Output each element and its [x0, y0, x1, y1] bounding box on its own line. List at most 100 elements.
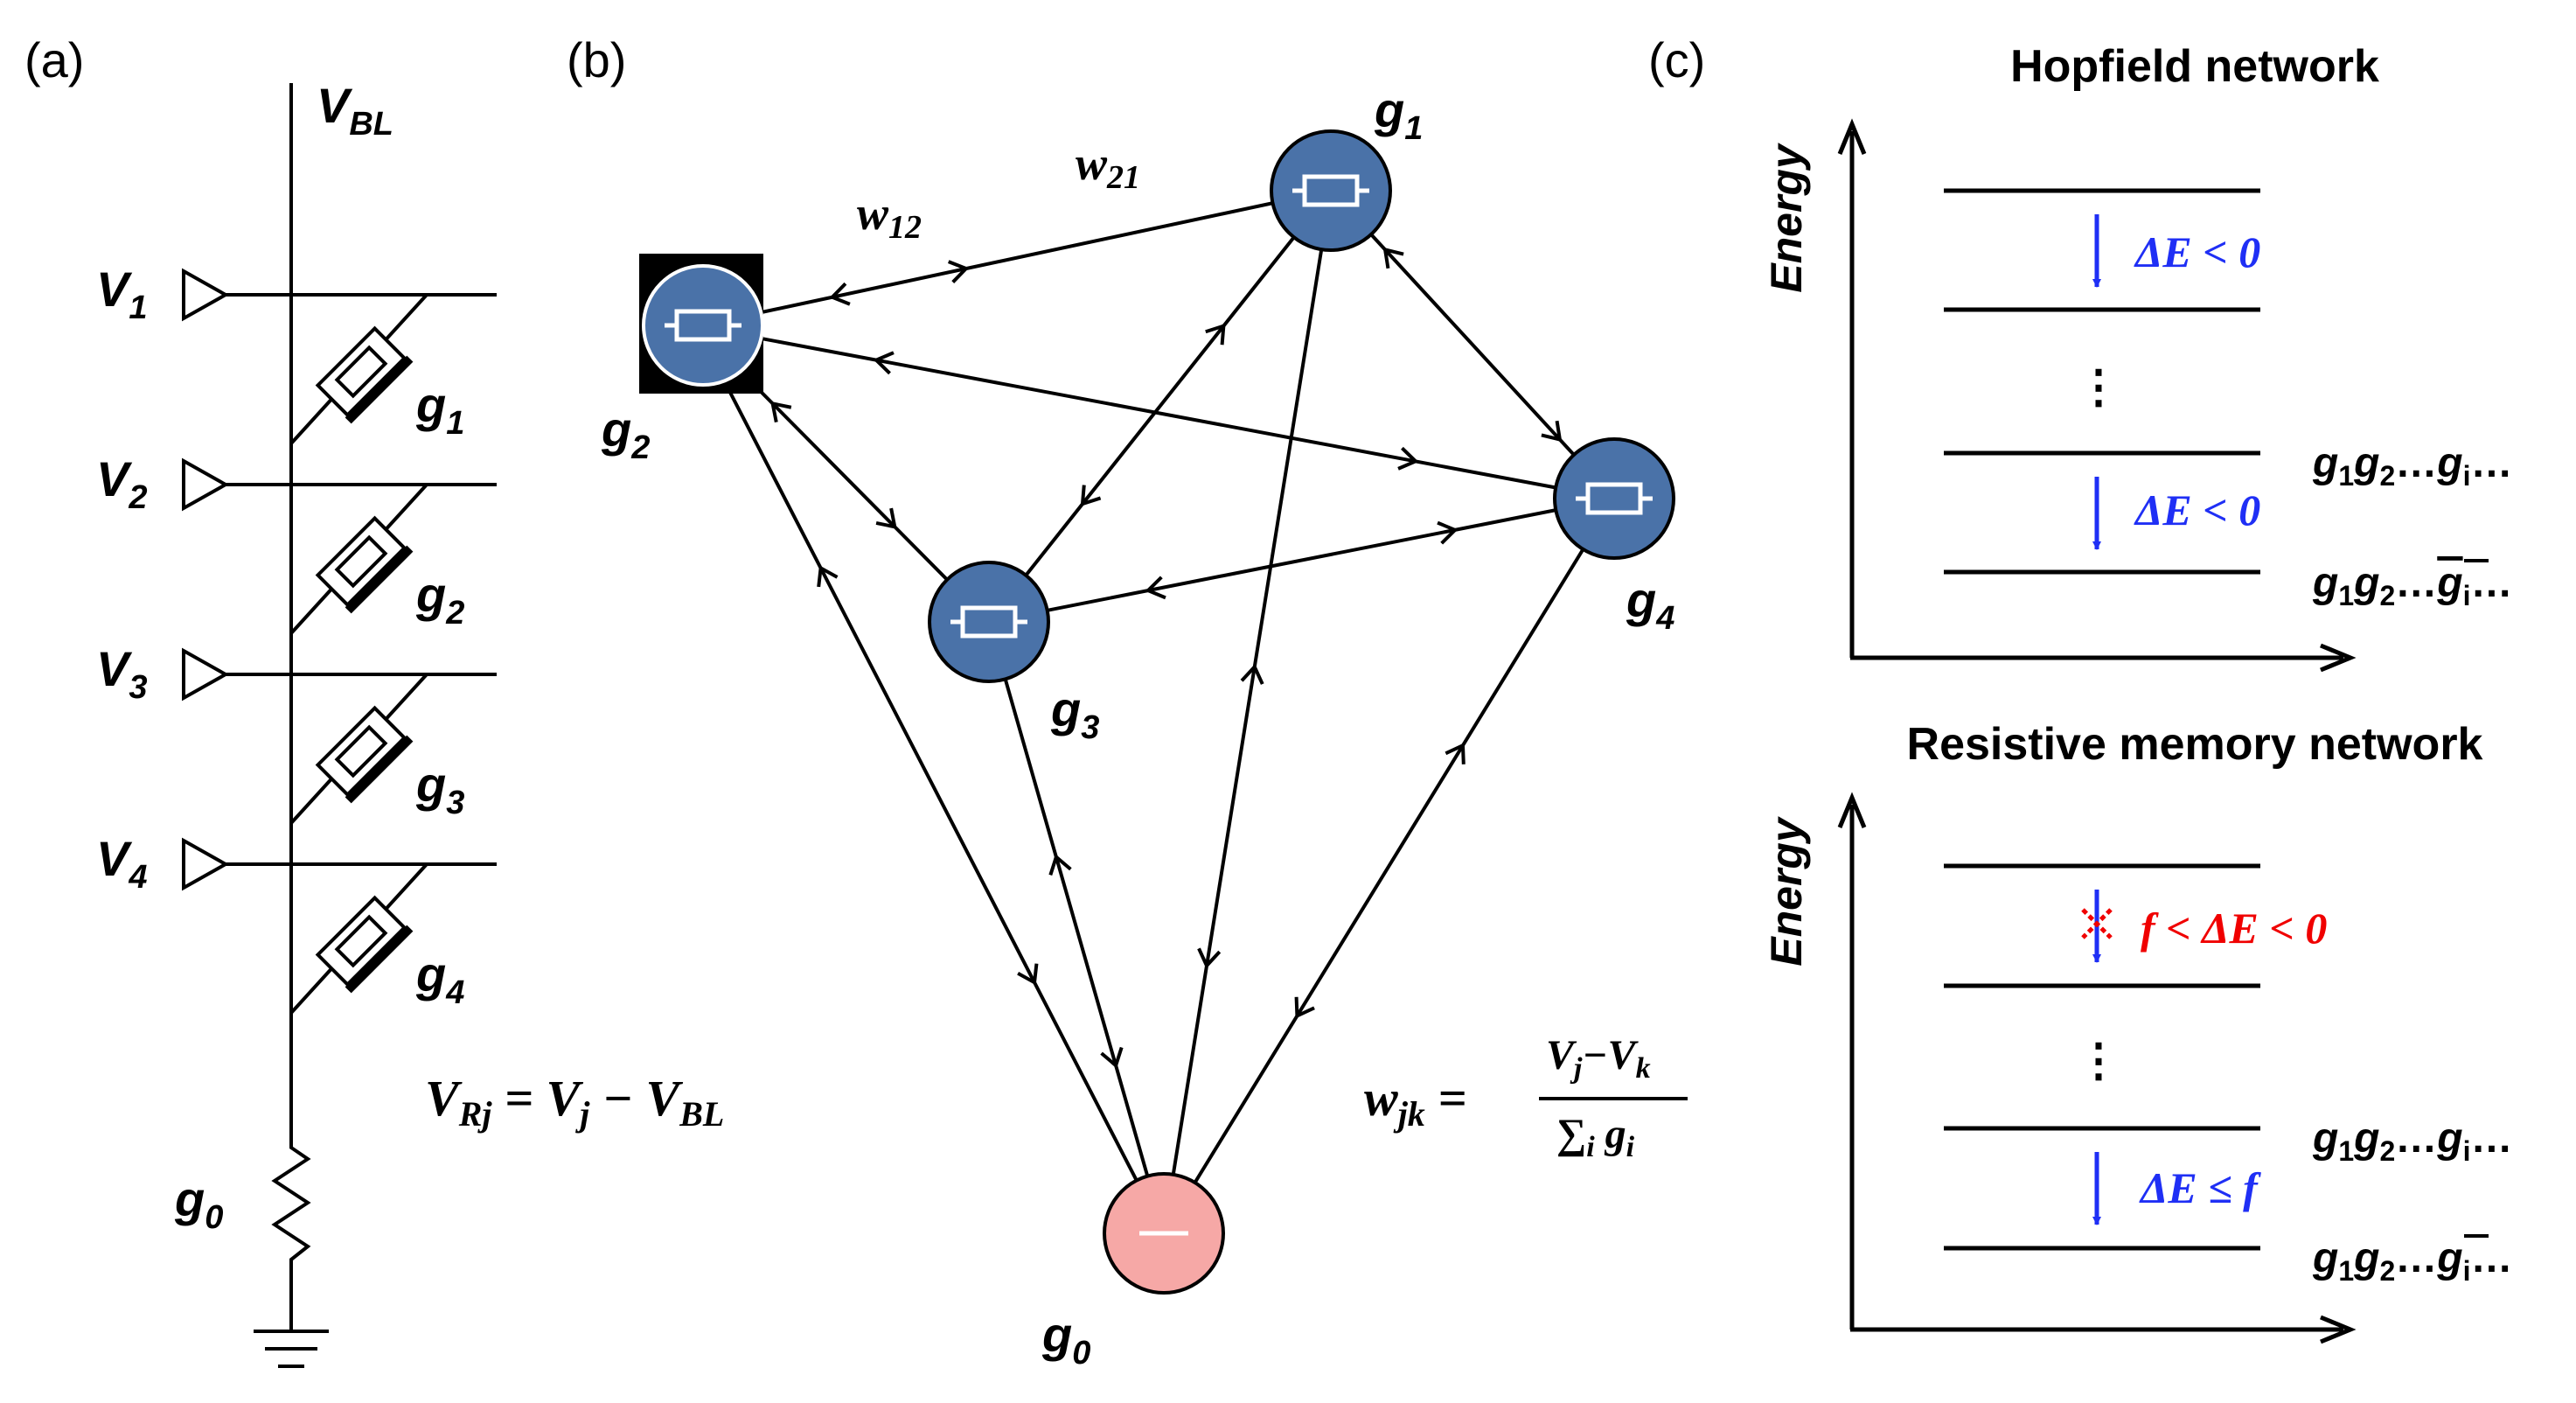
vrj-equation: VRj = Vj − VBL [425, 1070, 724, 1134]
memristor-icon [315, 895, 414, 994]
resistive-y-arrow-icon [1837, 792, 1867, 828]
cross-mark-icon [2081, 908, 2113, 939]
input-row-1: V1 g1 [96, 262, 497, 445]
resistor-icon [271, 1137, 311, 1330]
input-buffer-icon [182, 647, 230, 702]
edge-g2-g1 [695, 189, 1332, 328]
edge-chevron-icon [829, 282, 851, 306]
node-g2-circle [642, 264, 764, 387]
hopfield-dots: ⋮ [2076, 362, 2121, 413]
input-voltage-label: V2 [96, 451, 148, 516]
conductance-label: g3 [415, 757, 464, 821]
edge-g1-g4 [1329, 189, 1616, 500]
memristor-symbol-icon [665, 309, 741, 342]
resistive-title: Resistive memory network [1907, 719, 2483, 770]
input-buffer-icon [182, 837, 230, 891]
network-edges [694, 189, 1616, 1235]
wjk-denominator: ∑i gi [1556, 1111, 1635, 1163]
resistive-x-arrow-icon [2320, 1315, 2357, 1344]
input-row-2: V2 g2 [96, 451, 497, 635]
node-g3: g3 [928, 561, 1099, 746]
node-g3-label: g3 [1050, 681, 1099, 746]
edge-chevron-icon [1437, 520, 1459, 545]
panel-a: (a) VBL V1 g1 V2 [24, 32, 724, 1368]
hopfield-y-arrow-icon [1837, 118, 1867, 155]
hopfield-delta-bottom: ΔE < 0 [2134, 485, 2260, 534]
conductance-label: g4 [415, 946, 464, 1011]
edge-g1-g3 [987, 189, 1333, 624]
edge-chevron-icon [1397, 446, 1419, 471]
hopfield-state-1: g1g2…gi… [2312, 440, 2512, 492]
input-voltage-label: V1 [96, 262, 148, 326]
resistive-state-1: g1g2…gi… [2312, 1115, 2512, 1167]
edge-chevron-icon [1445, 743, 1466, 764]
edge-chevron-icon [1197, 947, 1222, 969]
hopfield-ylabel: Energy [1762, 143, 1811, 293]
input-buffer-icon [182, 268, 230, 322]
hopfield-plot: Hopfield network Energy ΔE < 0 ΔE < 0 ⋮ … [1762, 41, 2512, 673]
edge-g3-g0 [987, 621, 1166, 1234]
edge-chevron-icon [770, 401, 792, 423]
edge-g2-g0 [694, 325, 1166, 1234]
node-g2-label: g2 [601, 401, 650, 466]
memristor-symbol-icon [1292, 174, 1369, 207]
input-voltage-label: V3 [96, 641, 148, 706]
node-g3-circle [928, 561, 1050, 683]
wjk-equation: wjk = Vj−Vk ∑i gi [1364, 1032, 1688, 1163]
node-g0-label: g0 [1041, 1307, 1090, 1372]
edge-chevron-icon [1382, 247, 1404, 269]
resistive-plot: Resistive memory network Energy f < ΔE <… [1762, 719, 2512, 1344]
ground-icon [254, 1330, 329, 1368]
edge-chevron-icon [1017, 963, 1039, 986]
resistive-state-2: g1g2…gi… [2312, 1235, 2512, 1287]
hopfield-delta-top: ΔE < 0 [2134, 227, 2260, 276]
edge-chevron-icon [1080, 485, 1102, 506]
wjk-numerator: Vj−Vk [1546, 1032, 1651, 1085]
node-g1-label: g1 [1374, 82, 1423, 147]
input-row-3: V3 g3 [96, 641, 497, 825]
edge-chevron-icon [1240, 663, 1264, 685]
hopfield-title: Hopfield network [2010, 41, 2379, 92]
edge-chevron-icon [947, 260, 970, 283]
memristor-icon [315, 705, 414, 804]
edge-chevron-icon [817, 565, 839, 588]
memristor-symbol-icon [950, 605, 1027, 639]
edge-g1-g0 [1162, 190, 1333, 1234]
resistive-delta-bottom: ΔE ≤ f [2139, 1163, 2261, 1212]
input-buffer-icon [182, 457, 230, 512]
conductance-label: g2 [415, 567, 464, 632]
resistive-dots: ⋮ [2076, 1036, 2121, 1086]
node-g1: g1 [1270, 82, 1423, 252]
edge-g4-g0 [1162, 497, 1616, 1235]
edge-direction-chevrons [770, 247, 1563, 1069]
memristor-icon [315, 325, 414, 424]
panel-b: (b) g2 [567, 32, 1688, 1372]
edge-chevron-icon [1048, 854, 1072, 876]
g0-label: g0 [174, 1171, 223, 1236]
edge-chevron-icon [1205, 323, 1226, 346]
edge-chevron-icon [873, 351, 895, 375]
input-voltage-label: V4 [96, 831, 148, 896]
edge-chevron-icon [1100, 1046, 1124, 1069]
panel-b-tag: (b) [567, 32, 626, 87]
edge-chevron-icon [875, 507, 897, 529]
node-g4-label: g4 [1626, 572, 1674, 637]
node-g0: g0 [1041, 1172, 1225, 1372]
panel-a-tag: (a) [24, 32, 84, 87]
node-g4-circle [1553, 437, 1675, 560]
panel-c-tag: (c) [1648, 32, 1705, 87]
wjk-lhs: wjk = [1364, 1070, 1466, 1134]
hopfield-x-arrow-icon [2320, 643, 2357, 673]
w12-label: w12 [857, 187, 922, 246]
edge-chevron-icon [1541, 420, 1563, 443]
edge-chevron-icon [1145, 576, 1166, 600]
edge-chevron-icon [1294, 996, 1315, 1019]
resistive-ylabel: Energy [1762, 816, 1811, 967]
node-g4: g4 [1553, 437, 1675, 637]
edge-g3-g4 [988, 497, 1615, 624]
panel-c: (c) Hopfield network Energy ΔE < 0 ΔE < … [1648, 32, 2512, 1344]
node-g2: g2 [601, 254, 764, 466]
hopfield-state-2: g1g2…gi… [2312, 560, 2512, 611]
memristor-symbol-icon [1576, 482, 1653, 515]
